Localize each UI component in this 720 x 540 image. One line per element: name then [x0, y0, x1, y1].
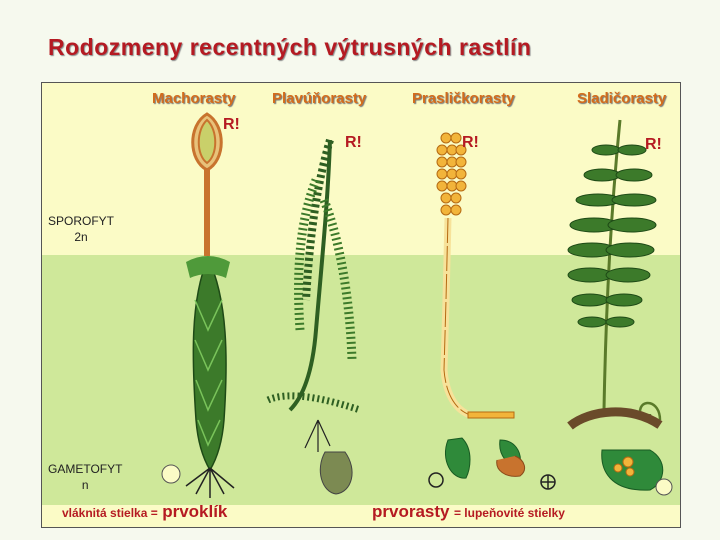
moss-rhizoids — [185, 467, 235, 498]
r-mark-machorasty: R! — [223, 116, 240, 133]
column-title-machorasty: Machorasty — [152, 90, 236, 107]
horsetail-strobilus — [436, 132, 467, 216]
moss-plant — [161, 112, 235, 498]
horsetail-rhizome — [467, 411, 515, 419]
column-title-praslickorasty: Prasličkorasty — [412, 90, 515, 107]
horsetail-plant — [428, 132, 556, 490]
clubmoss-stem — [288, 139, 332, 412]
footer-left: vláknitá stielka = prvoklík — [62, 502, 228, 521]
r-mark-plavunorasty: R! — [345, 134, 362, 151]
diagram-panel — [41, 82, 681, 528]
moss-spore — [161, 464, 181, 484]
column-title-sladicorasty: Sladičorasty — [577, 90, 667, 107]
moss-sporophyte-capsule — [191, 112, 223, 172]
clubmoss-plant — [266, 138, 362, 495]
fern-rachis — [602, 119, 622, 411]
fern-rhizome — [567, 407, 663, 430]
moss-gametophyte-leafy-shoot — [186, 256, 230, 472]
fern-young-sporophyte — [613, 456, 635, 477]
footer-strip — [42, 505, 680, 527]
column-title-plavunorasty: Plavúňorasty — [272, 90, 367, 107]
gametophyte-zone — [42, 255, 680, 505]
horsetail-gametangia — [428, 472, 556, 490]
fern-pinnae — [567, 144, 657, 328]
footer-right: prvorasty = lupeňovité stielky — [372, 502, 565, 521]
r-mark-sladicorasty: R! — [645, 136, 662, 153]
stage-label-gametophyte: GAMETOFYT n — [48, 462, 123, 492]
stage-label-sporophyte: SPOROFYT 2n — [48, 214, 115, 244]
moss-seta — [204, 168, 210, 256]
r-mark-praslickorasty: R! — [462, 134, 479, 151]
clubmoss-prothallus — [319, 451, 353, 495]
fern-spore — [655, 478, 673, 496]
fern-plant — [567, 119, 673, 496]
diagram-title: Rodozmeny recentných výtrusných rastlín — [48, 34, 532, 60]
clubmoss-roots — [304, 419, 331, 452]
horsetail-stem — [440, 217, 472, 419]
